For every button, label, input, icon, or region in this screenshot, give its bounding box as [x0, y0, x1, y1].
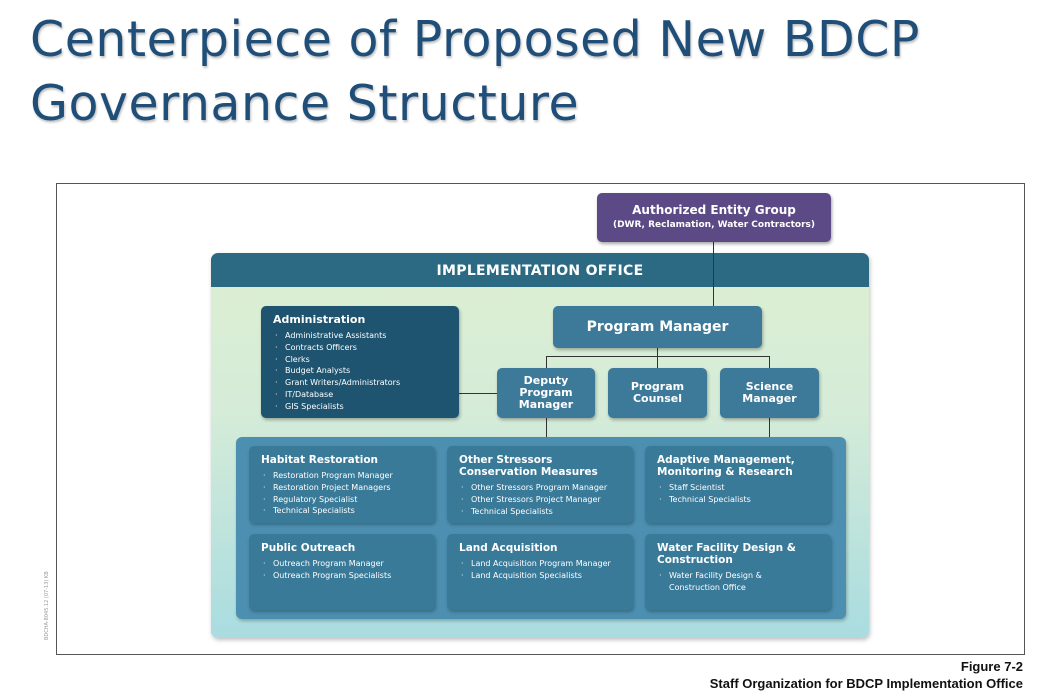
- list-item: Grant Writers/Administrators: [273, 377, 449, 389]
- division-list: Restoration Program Manager Restoration …: [261, 470, 425, 517]
- connector-deputy-to-panel: [546, 418, 547, 438]
- list-item: IT/Database: [273, 389, 449, 401]
- science-label-line-1: Science: [745, 380, 794, 393]
- implementation-office-header: IMPLEMENTATION OFFICE: [211, 253, 869, 287]
- slide-title: Centerpiece of Proposed New BDCP Governa…: [30, 8, 1030, 136]
- deputy-label-line-2: Program: [519, 386, 573, 399]
- figure-number: Figure 7-2: [960, 659, 1023, 674]
- entity-group-title: Authorized Entity Group: [632, 203, 796, 217]
- connector-admin-to-deputy: [459, 393, 497, 394]
- entity-group-subtitle: (DWR, Reclamation, Water Contractors): [612, 220, 816, 230]
- slide-title-line-1: Centerpiece of Proposed New BDCP: [30, 11, 920, 68]
- list-item: Land Acquisition Program Manager: [459, 558, 623, 570]
- program-manager-box: Program Manager: [553, 306, 762, 348]
- division-public-outreach: Public Outreach Outreach Program Manager…: [249, 534, 435, 610]
- administration-box: Administration Administrative Assistants…: [261, 306, 459, 418]
- division-adaptive-management: Adaptive Management, Monitoring & Resear…: [645, 446, 831, 523]
- figure-caption-text: Staff Organization for BDCP Implementati…: [709, 676, 1023, 691]
- administration-list: Administrative Assistants Contracts Offi…: [273, 330, 449, 413]
- division-list: Land Acquisition Program Manager Land Ac…: [459, 558, 623, 582]
- list-item: Regulatory Specialist: [261, 494, 425, 506]
- division-title-line-1: Other Stressors: [459, 454, 553, 466]
- connector-to-counsel: [657, 356, 658, 368]
- division-habitat-restoration: Habitat Restoration Restoration Program …: [249, 446, 435, 523]
- division-list: Outreach Program Manager Outreach Progra…: [261, 558, 425, 582]
- list-item: Administrative Assistants: [273, 330, 449, 342]
- list-item: Restoration Project Managers: [261, 482, 425, 494]
- division-title-line-2: Conservation Measures: [459, 466, 598, 478]
- deputy-label-line-1: Deputy: [523, 374, 569, 387]
- science-label-line-2: Manager: [742, 392, 797, 405]
- list-item: Technical Specialists: [459, 506, 623, 518]
- administration-title: Administration: [273, 313, 366, 326]
- authorized-entity-group: Authorized Entity Group (DWR, Reclamatio…: [597, 193, 831, 242]
- list-item: Outreach Program Specialists: [261, 570, 425, 582]
- list-item: Other Stressors Program Manager: [459, 482, 623, 494]
- connector-pm-horizontal: [546, 356, 770, 357]
- division-list: Water Facility Design & Construction Off…: [657, 570, 821, 594]
- division-title: Public Outreach: [261, 542, 356, 554]
- list-item: GIS Specialists: [273, 401, 449, 413]
- connector-entity-to-pm: [713, 242, 714, 306]
- division-title: Land Acquisition: [459, 542, 558, 554]
- connector-to-science: [769, 356, 770, 368]
- division-list: Staff Scientist Technical Specialists: [657, 482, 821, 506]
- division-title-line-1: Adaptive Management,: [657, 454, 795, 466]
- division-list: Other Stressors Program Manager Other St…: [459, 482, 623, 517]
- counsel-label-line-2: Counsel: [632, 392, 683, 405]
- deputy-program-manager-box: Deputy Program Manager: [497, 368, 595, 418]
- division-title-line-1: Water Facility Design &: [657, 542, 796, 554]
- connector-science-to-panel: [769, 418, 770, 438]
- side-code: BDCHA-8045.12 (07-13) KB: [44, 571, 50, 640]
- figure-caption: Figure 7-2 Staff Organization for BDCP I…: [710, 658, 1023, 692]
- list-item: Technical Specialists: [261, 505, 425, 517]
- program-manager-label: Program Manager: [586, 319, 729, 335]
- list-item: Outreach Program Manager: [261, 558, 425, 570]
- list-item: Clerks: [273, 354, 449, 366]
- list-item: Other Stressors Project Manager: [459, 494, 623, 506]
- list-item: Technical Specialists: [657, 494, 821, 506]
- division-water-facility: Water Facility Design & Construction Wat…: [645, 534, 831, 610]
- connector-to-deputy: [546, 356, 547, 368]
- program-counsel-box: Program Counsel: [608, 368, 707, 418]
- science-manager-box: Science Manager: [720, 368, 819, 418]
- connector-pm-down: [657, 348, 658, 357]
- list-item: Land Acquisition Specialists: [459, 570, 623, 582]
- list-item: Budget Analysts: [273, 365, 449, 377]
- list-item: Contracts Officers: [273, 342, 449, 354]
- division-title: Habitat Restoration: [261, 454, 379, 466]
- list-item: Water Facility Design & Construction Off…: [657, 570, 779, 594]
- list-item: Staff Scientist: [657, 482, 821, 494]
- list-item: Restoration Program Manager: [261, 470, 425, 482]
- division-land-acquisition: Land Acquisition Land Acquisition Progra…: [447, 534, 633, 610]
- counsel-label-line-1: Program: [630, 380, 685, 393]
- slide-title-line-2: Governance Structure: [30, 75, 580, 132]
- division-title-line-2: Construction: [657, 554, 733, 566]
- division-other-stressors: Other Stressors Conservation Measures Ot…: [447, 446, 633, 523]
- division-title-line-2: Monitoring & Research: [657, 466, 793, 478]
- deputy-label-line-3: Manager: [518, 398, 574, 411]
